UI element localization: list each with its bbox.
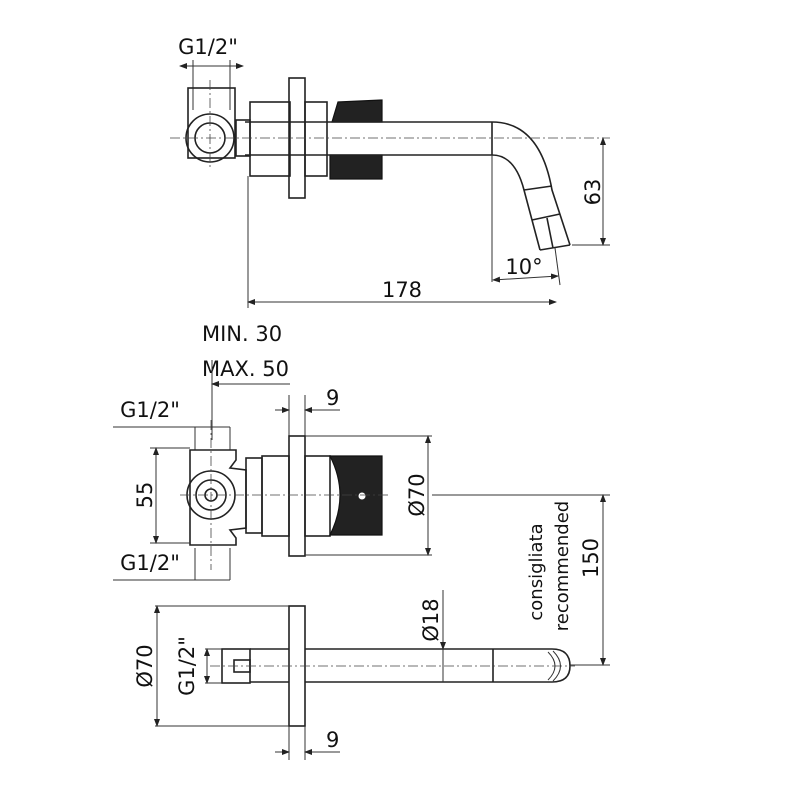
mixer-body (189, 449, 247, 546)
max-label: MAX. 50 (202, 357, 289, 381)
note-recommended: recommended (552, 501, 573, 631)
wall-plate-front (288, 435, 306, 557)
length-178-label: 178 (382, 278, 422, 302)
spout-plate-diameter-label: Ø70 (133, 644, 157, 687)
top-view: 63 10° 178 G1/2" (170, 35, 610, 308)
thread-bottom-label: G1/2" (120, 551, 180, 575)
height-63-label: 63 (581, 179, 605, 206)
body-height-label: 55 (133, 482, 157, 509)
plate-thickness-label: 9 (326, 386, 339, 410)
min-label: MIN. 30 (202, 322, 282, 346)
spout-outline (245, 121, 571, 246)
angle-label: 10° (505, 255, 542, 279)
distance-150-label: 150 (579, 538, 603, 578)
plate-diameter-label: Ø70 (405, 473, 429, 516)
tube-diameter-label: Ø18 (419, 598, 443, 641)
elbow-body (187, 87, 236, 159)
front-view: MIN. 30 MAX. 50 9 G1/2" 55 Ø70 G1/2" (113, 322, 610, 666)
thread-top-label: G1/2" (120, 398, 180, 422)
knob-top (331, 99, 383, 123)
spout-plate-thickness-label: 9 (326, 728, 339, 752)
knob-front (329, 455, 383, 536)
spout-thread-label: G1/2" (175, 636, 199, 696)
spout-view: Ø70 G1/2" Ø18 9 (133, 590, 575, 760)
note-consigliata: consigliata (526, 523, 547, 620)
knob-bottom (329, 154, 383, 180)
spout-tube (305, 648, 571, 683)
top-thread-label: G1/2" (178, 35, 238, 59)
